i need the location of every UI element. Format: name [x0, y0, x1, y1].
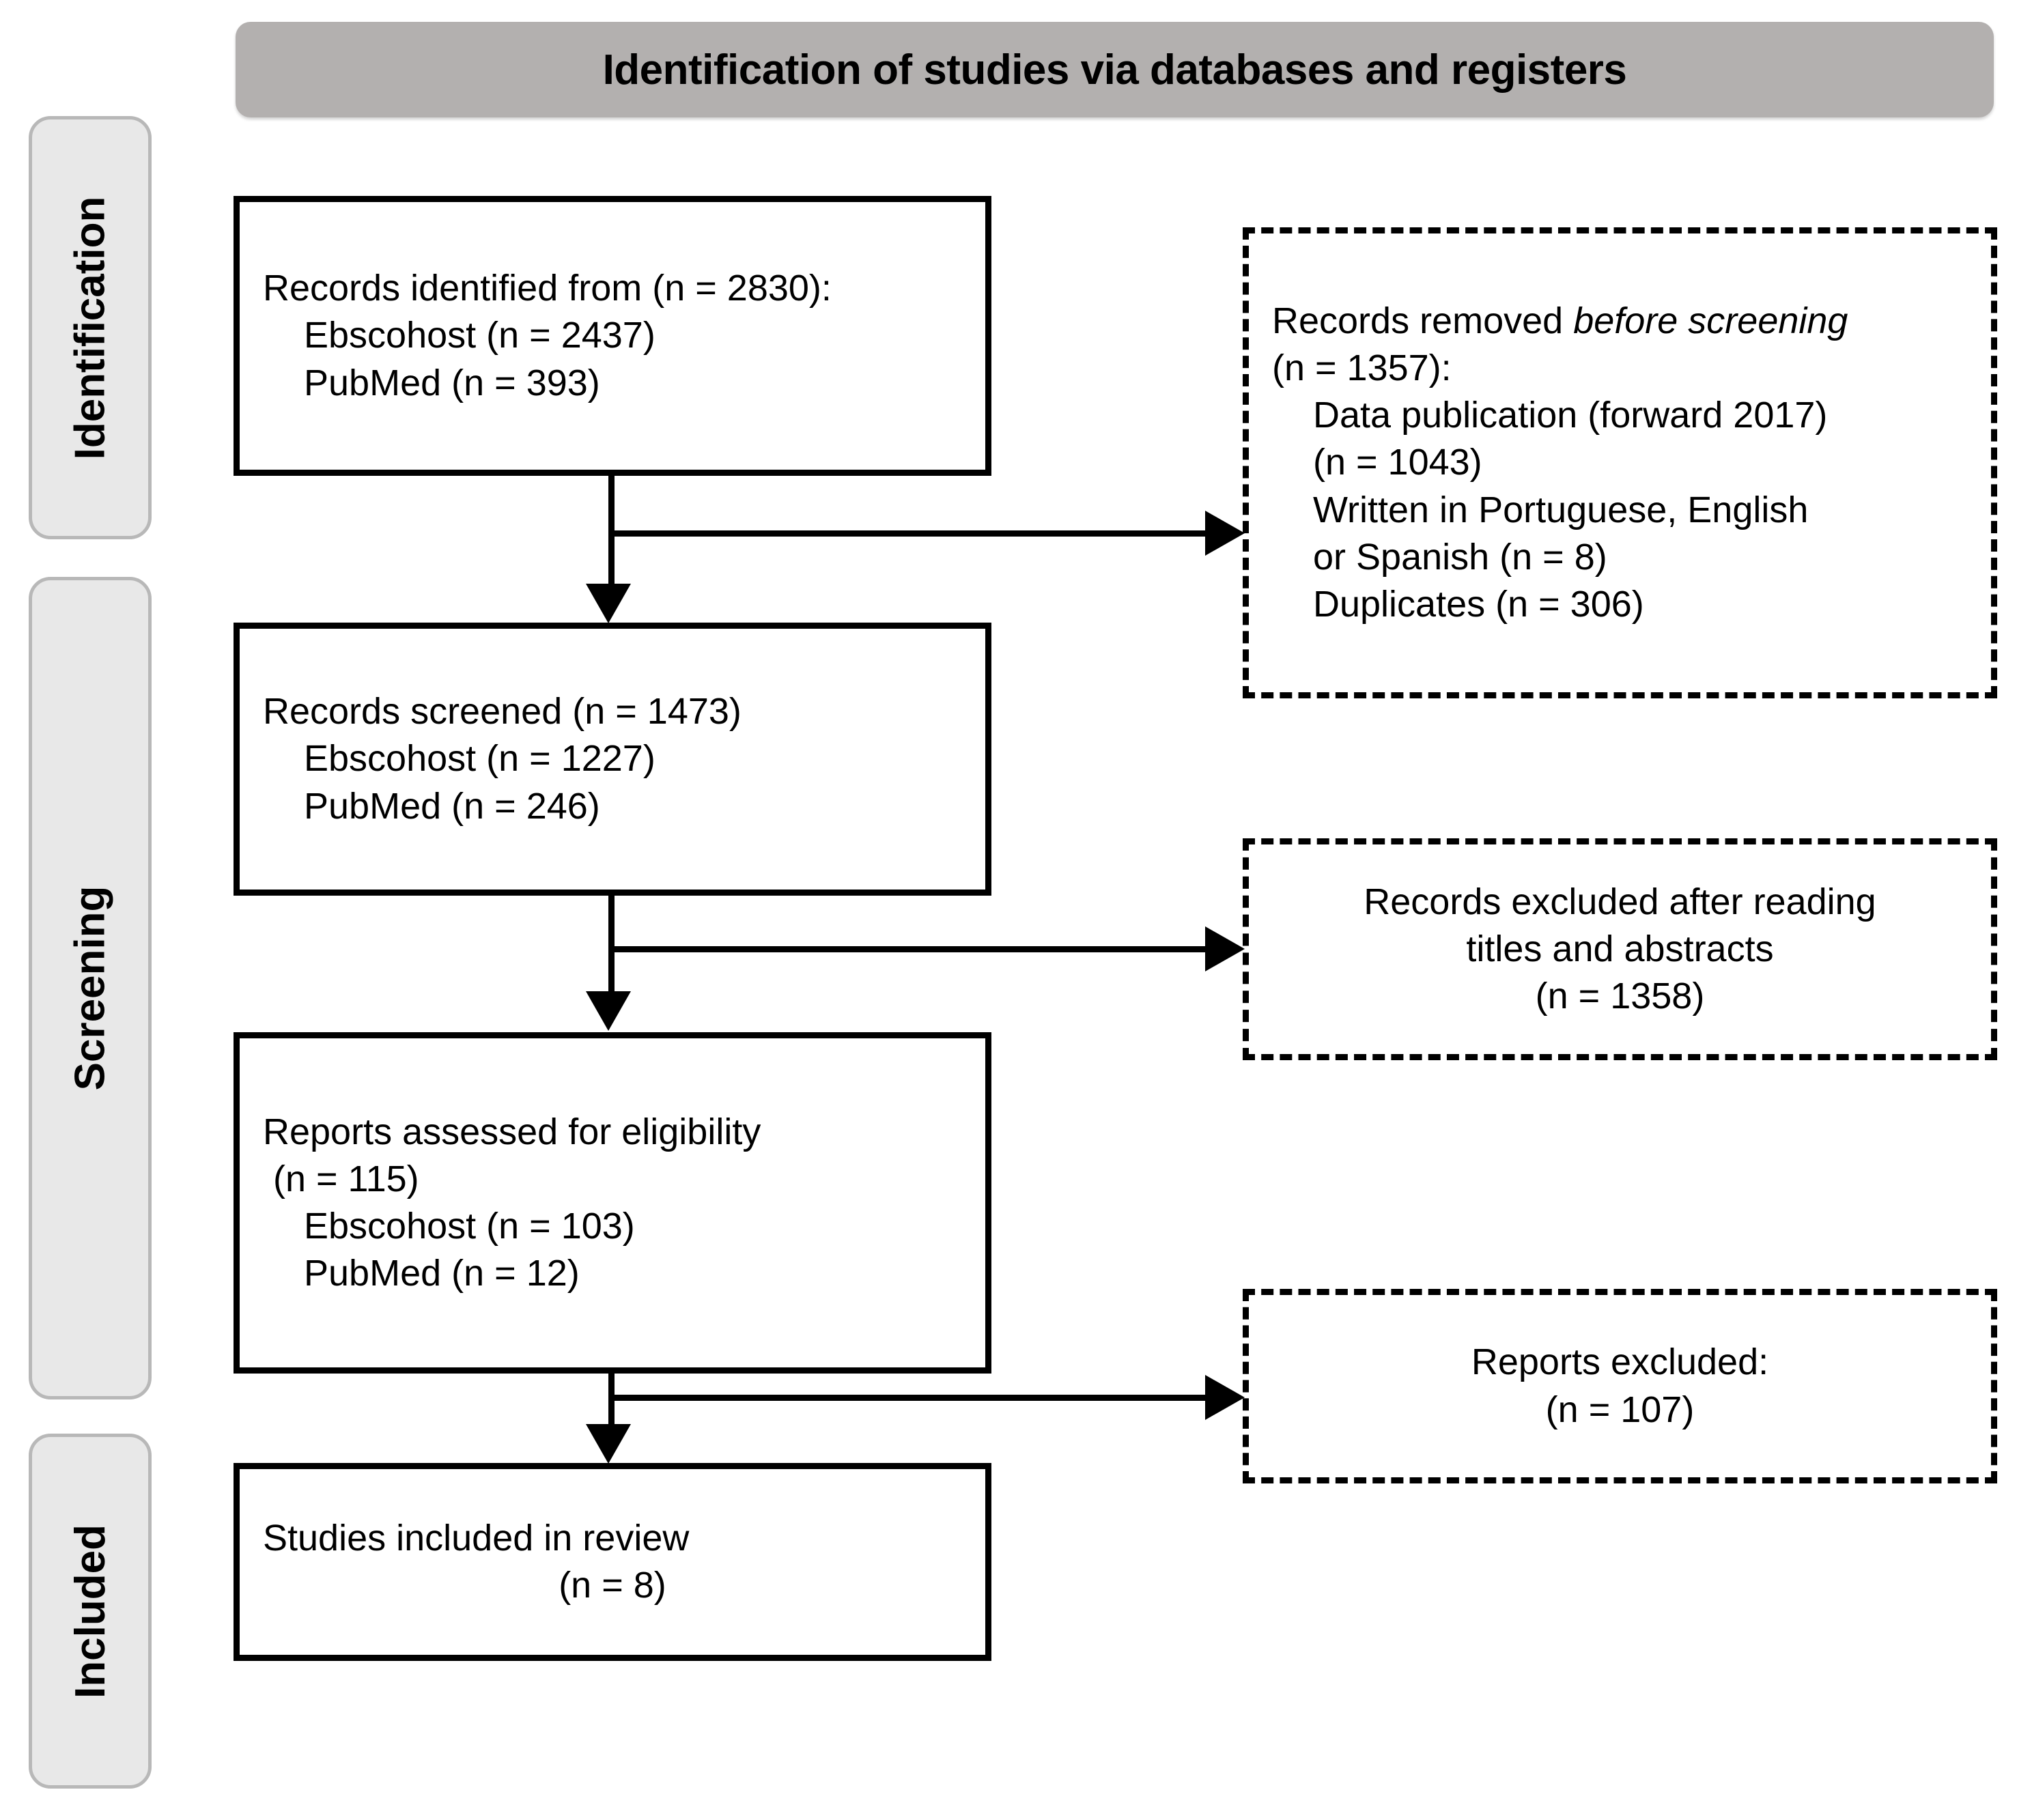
records-removed-heading: Records removed before screening [1272, 298, 1968, 345]
stage-label-screening: Screening [66, 885, 114, 1091]
records-excluded-line2: titles and abstracts [1466, 928, 1774, 969]
records-screened-pubmed: PubMed (n = 246) [304, 785, 600, 827]
node-records-removed: Records removed before screening (n = 13… [1243, 227, 1997, 698]
reports-excluded-count: (n = 107) [1545, 1389, 1695, 1430]
connector-identified-to-removed-arrowhead-icon [1205, 511, 1245, 556]
stage-label-included: Included [66, 1524, 114, 1698]
connector-eligibility-to-reports-excluded-arrowhead-icon [1205, 1375, 1245, 1420]
studies-included-count: (n = 8) [559, 1565, 666, 1606]
node-reports-assessed-eligibility: Reports assessed for eligibility (n = 11… [234, 1032, 991, 1374]
stage-rail-screening: Screening [29, 577, 152, 1399]
stage-rail-included: Included [29, 1434, 152, 1789]
page-title: Identification of studies via databases … [602, 46, 1627, 94]
records-removed-data-publication: Data publication (forward 2017) [1313, 395, 1828, 436]
connector-screened-to-eligibility-line [608, 896, 615, 993]
records-identified-total: Records identified from (n = 2830): [263, 268, 832, 309]
connector-eligibility-to-included-arrowhead-icon [586, 1424, 631, 1464]
records-excluded-count: (n = 1358) [1535, 976, 1705, 1017]
records-removed-data-publication-count: (n = 1043) [1313, 442, 1482, 483]
connector-screened-to-excluded-arrowhead-icon [1205, 926, 1245, 971]
node-reports-excluded: Reports excluded: (n = 107) [1243, 1289, 1997, 1483]
connector-identified-to-removed-line [608, 530, 1209, 537]
stage-label-identification: Identification [66, 196, 114, 459]
node-records-identified: Records identified from (n = 2830): Ebsc… [234, 196, 991, 476]
connector-screened-to-eligibility-arrowhead-icon [586, 991, 631, 1031]
records-removed-heading-emphasis: before screening [1573, 300, 1848, 342]
records-screened-total: Records screened (n = 1473) [263, 691, 742, 733]
diagram-header-banner: Identification of studies via databases … [236, 22, 1994, 117]
records-removed-heading-prefix: Records removed [1272, 300, 1574, 342]
records-screened-ebscohost: Ebscohost (n = 1227) [304, 738, 655, 780]
reports-eligibility-ebscohost: Ebscohost (n = 103) [304, 1206, 635, 1247]
connector-screened-to-excluded-line [608, 946, 1209, 952]
reports-eligibility-heading: Reports assessed for eligibility [263, 1111, 761, 1152]
reports-eligibility-pubmed: PubMed (n = 12) [304, 1253, 580, 1294]
node-studies-included: Studies included in review (n = 8) [234, 1463, 991, 1661]
records-identified-pubmed: PubMed (n = 393) [304, 362, 600, 403]
connector-identified-to-screened-arrowhead-icon [586, 584, 631, 623]
records-removed-total: (n = 1357): [1272, 347, 1452, 389]
connector-eligibility-to-reports-excluded-line [608, 1395, 1209, 1401]
records-removed-language-line2: or Spanish (n = 8) [1313, 536, 1607, 578]
records-removed-duplicates: Duplicates (n = 306) [1313, 583, 1644, 625]
reports-eligibility-total: (n = 115) [263, 1158, 419, 1199]
node-records-screened: Records screened (n = 1473) Ebscohost (n… [234, 623, 991, 896]
records-identified-ebscohost: Ebscohost (n = 2437) [304, 315, 655, 356]
node-records-excluded-titles-abstracts: Records excluded after reading titles an… [1243, 838, 1997, 1060]
records-removed-language-line1: Written in Portuguese, English [1313, 489, 1809, 530]
connector-eligibility-to-included-line [608, 1374, 615, 1428]
records-excluded-line1: Records excluded after reading [1364, 881, 1876, 922]
stage-rail-identification: Identification [29, 116, 152, 539]
studies-included-heading: Studies included in review [263, 1517, 690, 1559]
reports-excluded-heading: Reports excluded: [1471, 1341, 1769, 1383]
